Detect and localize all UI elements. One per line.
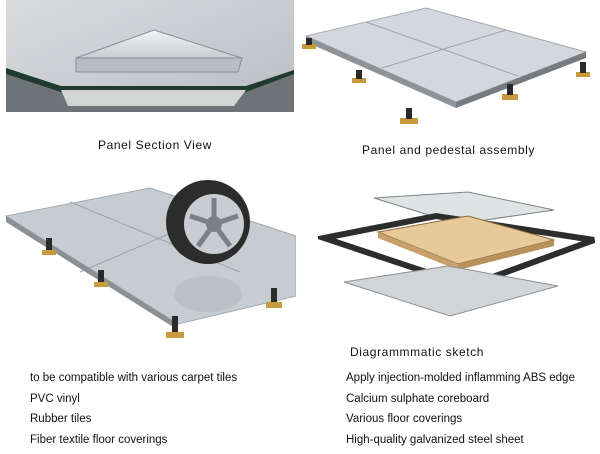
- panel-pedestal-assembly: [296, 0, 600, 136]
- list-item: Rubber tiles: [30, 413, 92, 425]
- list-item: PVC vinyl: [30, 392, 80, 405]
- caption-sketch: Diagrammmatic sketch: [350, 345, 485, 359]
- panel-diagram-sketch: [318, 186, 600, 338]
- panel-tire-photo: [0, 176, 296, 344]
- panel-section-photo: [6, 0, 294, 112]
- right-feature-list: Apply injection-molded inflamming ABS ed…: [346, 368, 575, 450]
- left-feature-list: to be compatible with various carpet til…: [30, 368, 237, 450]
- list-item: Apply injection-molded inflamming ABS ed…: [346, 372, 575, 384]
- list-item: Various floor coverings: [346, 413, 463, 425]
- caption-pedestal-assembly: Panel and pedestal assembly: [362, 143, 535, 157]
- list-item: Fiber textile floor coverings: [30, 433, 168, 446]
- list-item: High-quality galvanized steel sheet: [346, 433, 524, 446]
- list-item: Calcium sulphate coreboard: [346, 392, 490, 405]
- list-item: to be compatible with various carpet til…: [30, 372, 238, 384]
- caption-section-view: Panel Section View: [98, 138, 212, 152]
